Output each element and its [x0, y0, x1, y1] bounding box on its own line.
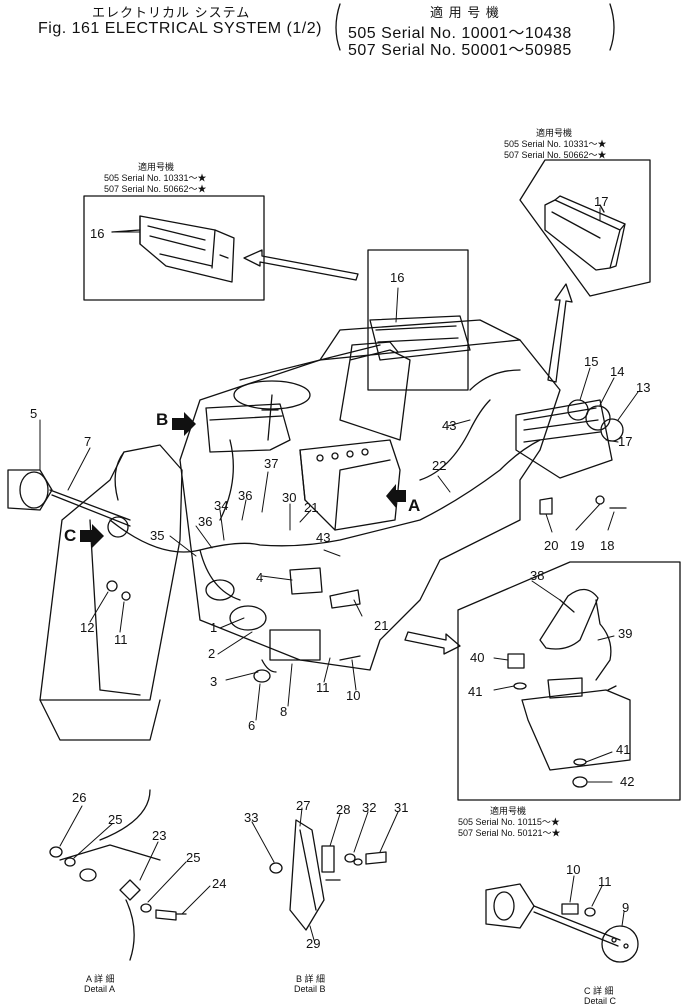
- callout-26: 26: [72, 790, 87, 805]
- callout-11-detail-c: 11: [598, 874, 612, 889]
- view-arrow-a: [386, 484, 406, 508]
- inset-right-serial-505: 505 Serial No. 10331～★: [504, 139, 607, 149]
- callout-42: 42: [620, 774, 635, 789]
- callout-5: 5: [30, 406, 38, 421]
- callout-27: 27: [296, 798, 311, 813]
- callout-30: 30: [282, 490, 297, 505]
- callout-43: 43: [442, 418, 457, 433]
- callout-12: 12: [80, 620, 95, 635]
- inset-left-applicable: 適用号機: [138, 162, 175, 172]
- callout-25-right: 25: [186, 850, 201, 865]
- inset-left-serial-505: 505 Serial No. 10331～★: [104, 173, 207, 183]
- inset-lower-right-box: [458, 562, 680, 800]
- callout-41-lower: 41: [616, 742, 631, 757]
- callout-22: 22: [432, 458, 447, 473]
- callout-29: 29: [306, 936, 321, 951]
- callout-40: 40: [470, 650, 485, 665]
- leader-lines: [40, 208, 638, 940]
- callout-28: 28: [336, 802, 351, 817]
- detail-b-caption-jp: B 詳 細: [296, 974, 326, 984]
- inset-left-serial-507: 507 Serial No. 50662～★: [104, 184, 207, 194]
- detail-c-caption-en: Detail C: [584, 996, 617, 1006]
- view-marker-a: A: [408, 496, 421, 515]
- callout-43-lower: 43: [316, 530, 331, 545]
- callout-15: 15: [584, 354, 599, 369]
- detail-a-caption-jp: A 詳 細: [86, 974, 115, 984]
- callout-3: 3: [210, 674, 218, 689]
- machine-body: [8, 250, 626, 740]
- callout-21: 21: [304, 500, 319, 515]
- callout-38: 38: [530, 568, 545, 583]
- callout-9: 9: [622, 900, 630, 915]
- callout-21-lower: 21: [374, 618, 389, 633]
- callout-11-left: 11: [114, 632, 128, 647]
- callout-19: 19: [570, 538, 585, 553]
- callout-37: 37: [264, 456, 279, 471]
- arrow-to-left-inset: [244, 250, 358, 280]
- view-arrow-c: [80, 524, 104, 548]
- callout-24: 24: [212, 876, 227, 891]
- view-marker-b: B: [156, 410, 169, 429]
- callout-32: 32: [362, 800, 377, 815]
- view-arrow-b: [172, 412, 196, 436]
- callout-23: 23: [152, 828, 167, 843]
- callout-7: 7: [84, 434, 92, 449]
- callout-33: 33: [244, 810, 259, 825]
- inset-right-box: [520, 160, 650, 296]
- detail-c-caption-jp: C 詳 細: [584, 986, 614, 996]
- title-japanese: エレクトリカル システム: [92, 5, 251, 20]
- inset-right-applicable: 適用号機: [536, 128, 573, 138]
- callout-34: 34: [214, 498, 229, 513]
- arrow-to-lower-right-inset: [405, 632, 460, 654]
- detail-a-drawing: [50, 790, 186, 960]
- callout-36: 36: [238, 488, 253, 503]
- inset-lower-right-applicable: 適用号機: [490, 806, 527, 816]
- callout-17: 17: [618, 434, 633, 449]
- arrow-to-right-inset: [548, 284, 572, 382]
- callout-31: 31: [394, 800, 409, 815]
- detail-b-caption-en: Detail B: [294, 984, 326, 994]
- title-english: Fig. 161 ELECTRICAL SYSTEM (1/2): [38, 20, 322, 37]
- serial-507: 507 Serial No. 50001～50985: [348, 42, 572, 59]
- detail-c-drawing: [486, 884, 638, 962]
- callout-25: 25: [108, 812, 123, 827]
- callout-16-inset: 16: [90, 226, 105, 241]
- callout-13: 13: [636, 380, 651, 395]
- callout-14: 14: [610, 364, 625, 379]
- detail-b-drawing: [270, 820, 386, 930]
- view-marker-c: C: [64, 526, 77, 545]
- callout-39: 39: [618, 626, 633, 641]
- inset-right-serial-507: 507 Serial No. 50662～★: [504, 150, 607, 160]
- callout-8: 8: [280, 704, 288, 719]
- callout-35: 35: [150, 528, 165, 543]
- callout-17-inset: 17: [594, 194, 609, 209]
- callout-41: 41: [468, 684, 483, 699]
- inset-lower-right-serial-505: 505 Serial No. 10115～★: [458, 817, 560, 827]
- inset-lower-right-serial-507: 507 Serial No. 50121～★: [458, 828, 561, 838]
- callout-20: 20: [544, 538, 559, 553]
- applicable-label: 適 用 号 機: [430, 5, 500, 20]
- callout-10: 10: [346, 688, 361, 703]
- callout-18: 18: [600, 538, 615, 553]
- callout-6: 6: [248, 718, 256, 733]
- serial-505: 505 Serial No. 10001～10438: [348, 25, 572, 42]
- callout-36-left: 36: [198, 514, 213, 529]
- callout-10-detail-c: 10: [566, 862, 581, 877]
- detail-a-caption-en: Detail A: [84, 984, 116, 994]
- callout-2: 2: [208, 646, 216, 661]
- callout-11-center: 11: [316, 680, 330, 695]
- callout-1: 1: [210, 620, 218, 635]
- callout-4: 4: [256, 570, 264, 585]
- callout-16: 16: [390, 270, 405, 285]
- inset-left-box: [84, 196, 264, 300]
